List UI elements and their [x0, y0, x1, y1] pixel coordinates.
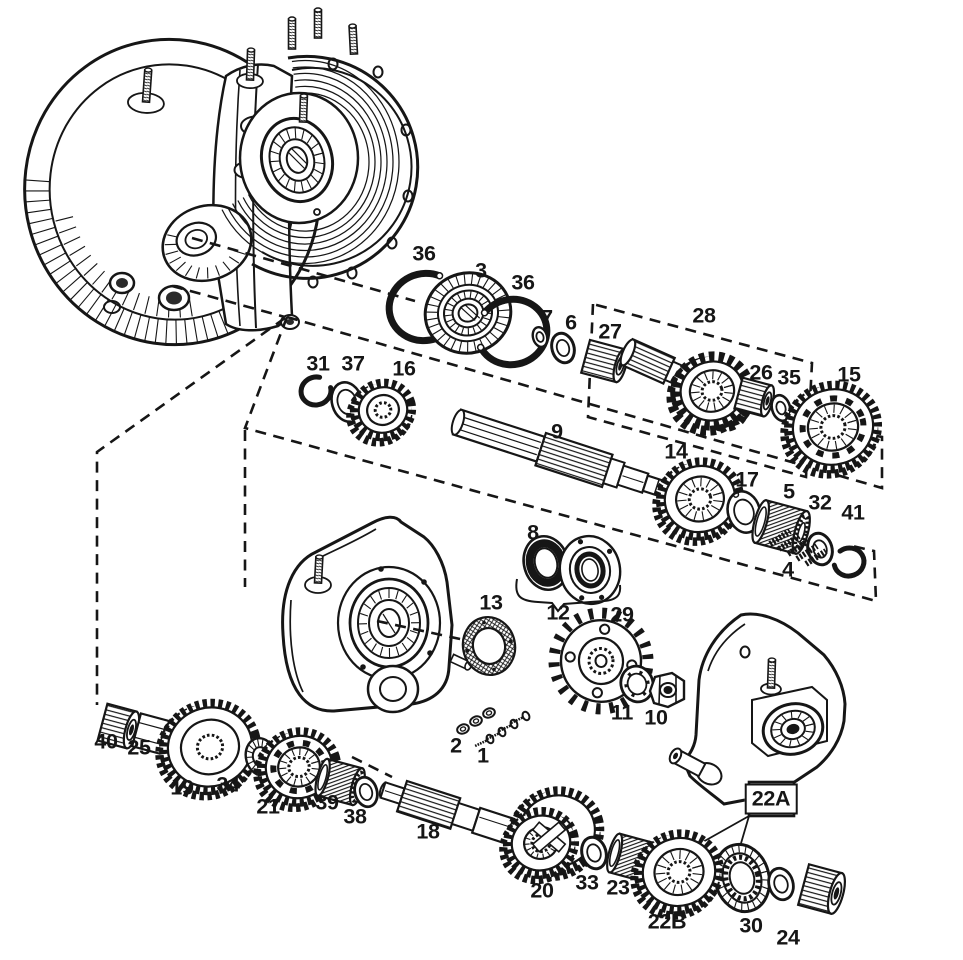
callout-4-spring-washers: 4	[782, 557, 794, 582]
callout-31-circlip: 31	[306, 351, 330, 376]
part-7-washer	[531, 325, 549, 349]
part-40-splined-bush	[96, 702, 141, 750]
callout-22A-gear-and-race-set: 22A	[744, 783, 798, 815]
callout-30-washer: 30	[739, 913, 763, 938]
callout-18-layshaft: 18	[416, 819, 440, 844]
callout-15-gear: 15	[837, 362, 861, 387]
callout-35-washer: 35	[777, 365, 801, 390]
part-20-web	[531, 821, 567, 853]
stud-bolt	[313, 554, 324, 585]
part-24-splined-bush	[796, 862, 846, 916]
part-41-circlip	[831, 545, 867, 579]
part-30-washer	[767, 866, 795, 902]
part-14-gear	[652, 457, 745, 546]
part-32-oring	[806, 531, 834, 567]
part-18-layshaft	[378, 779, 524, 848]
callout-29-sprocket: 29	[610, 602, 634, 627]
callout-36-circlip: 36	[412, 241, 436, 266]
callout-32-o-ring: 32	[808, 490, 832, 515]
stud-bolt	[127, 67, 165, 114]
callout-25-bush: 25	[127, 735, 151, 760]
part-15-gear	[780, 380, 883, 479]
part-12-flange	[558, 534, 622, 606]
callout-3-ball-bearing: 3	[475, 258, 487, 283]
part-3-ball-bearing	[423, 271, 513, 355]
callout-28-pinion-shaft-assembly: 28	[692, 303, 716, 328]
callout-26-bush: 26	[749, 360, 773, 385]
callout-12-seal-and-flange-set: 12	[546, 600, 570, 625]
part-19-gear	[155, 698, 262, 801]
callout-40-splined-bush: 40	[94, 729, 118, 754]
part-17-washer	[726, 490, 762, 534]
stud-bolt	[313, 7, 323, 39]
part-22a-bearing-race	[712, 842, 772, 914]
stud-bolt	[236, 47, 264, 90]
callout-22B-gear: 22B	[647, 909, 687, 934]
callout-38-washer: 38	[343, 804, 367, 829]
callout-39-needle-bearing: 39	[315, 790, 339, 815]
part-31-circlip	[298, 374, 334, 408]
gearbox-outer-cover-illustration	[668, 612, 847, 806]
part-38-washer	[353, 775, 379, 809]
callout-24-splined-bush: 24	[776, 925, 800, 950]
callout-23-needle-bearing: 23	[606, 875, 630, 900]
callout-14-gear: 14	[664, 439, 688, 464]
part-4-spring-washers	[768, 528, 828, 567]
callout-2-washers: 2	[450, 733, 462, 758]
callout-17-washer: 17	[735, 467, 759, 492]
callout-8-oil-seal: 8	[527, 520, 539, 545]
part-11-lock-washer	[619, 664, 655, 704]
stud-bolt	[760, 657, 782, 696]
stud-bolt	[298, 93, 309, 123]
callout-20-double-gear: 20	[530, 878, 554, 903]
callout-11-lock-washer: 11	[610, 700, 634, 725]
part-1-screws	[474, 710, 531, 748]
callout-6-washer: 6	[565, 310, 577, 335]
callout-19-gear: 19	[170, 775, 194, 800]
part-2-washers	[456, 707, 496, 735]
callout-1-screws: 1	[477, 743, 489, 768]
callout-16-gear: 16	[392, 356, 416, 381]
callout-10-nut: 10	[644, 705, 668, 730]
callout-36-circlip: 36	[511, 270, 535, 295]
callout-34-bearing-race: 34	[216, 772, 240, 797]
callout-5-needle-bearing: 5	[783, 479, 795, 504]
part-5-needle-bearing	[751, 498, 811, 556]
assembly-guide-lines	[95, 236, 884, 779]
crankcase-illustration	[23, 7, 420, 347]
callout-41-circlip: 41	[841, 500, 865, 525]
gearbox-inner-cover-illustration	[281, 515, 473, 714]
stud-bolt	[287, 16, 297, 50]
callout-33-washer: 33	[575, 870, 599, 895]
part-33-washer	[580, 835, 608, 871]
callout-37-washer: 37	[341, 351, 365, 376]
callout-7-washer: 7	[541, 305, 553, 330]
callout-21-gear: 21	[256, 794, 280, 819]
callout-27-splined-bush: 27	[598, 319, 622, 344]
part-26-bush	[733, 376, 776, 418]
callout-9-mainshaft: 9	[551, 419, 563, 444]
stud-bolt	[348, 23, 359, 56]
part-13-gasket	[461, 616, 517, 676]
part-10-nut	[648, 671, 686, 709]
part-16-gear	[346, 378, 417, 447]
part-6-washer	[550, 331, 576, 365]
callout-13-gasket-shim: 13	[479, 590, 503, 615]
